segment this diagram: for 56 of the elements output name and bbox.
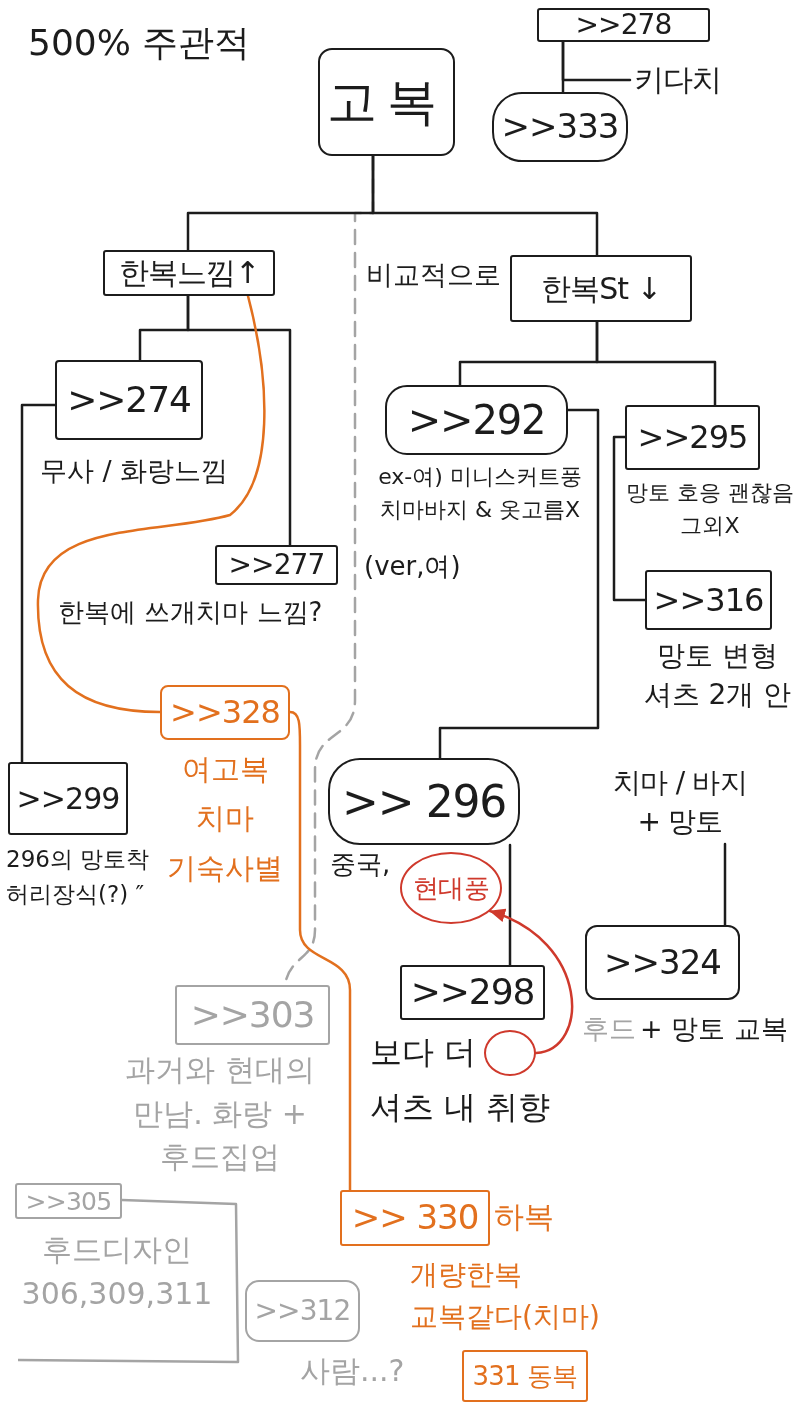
scribble-circle: [484, 1030, 536, 1076]
note-text: 한복에 쓰개치마 느낌?: [58, 596, 323, 629]
category-box: 한복느낌↑: [103, 250, 275, 296]
post-ref-box: >>312: [245, 1280, 360, 1342]
post-ref-box: >>298: [400, 965, 545, 1020]
post-ref-box: >>333: [492, 92, 628, 162]
note-text: 망토 호응 괜찮음 그외X: [625, 479, 795, 540]
note-text: 치마 / 바지 + 망토: [600, 760, 760, 844]
post-ref-box: >>274: [55, 360, 203, 440]
connector-line: [595, 320, 717, 407]
connector-line: [612, 435, 647, 602]
post-ref-box: >>292: [385, 385, 568, 455]
note-text: 개량한복 교복같다(치마): [410, 1257, 601, 1335]
post-ref-box: >>316: [645, 570, 772, 630]
highlight-ellipse: 현대풍: [400, 852, 502, 924]
connector-line: [508, 843, 512, 967]
note-text: 여고복 치마 기숙사별: [166, 751, 284, 887]
connector-line: [438, 408, 600, 760]
note-text: (ver,여): [364, 550, 461, 583]
category-box: 한복St ↓: [510, 255, 692, 322]
post-ref-box: 331 동복: [462, 1350, 588, 1402]
post-ref-box: >>299: [8, 762, 128, 835]
note-text: 보다 더: [370, 1032, 477, 1073]
note-text: 과거와 현대의 만남. 화랑 + 후드집업: [124, 1051, 316, 1176]
note-text: 후드디자인 306,309,311: [20, 1231, 214, 1313]
note-text: 후드: [582, 1012, 636, 1046]
post-ref-box: >>295: [625, 405, 760, 470]
connector-line: [288, 710, 352, 1192]
post-ref-box: >>278: [537, 8, 710, 42]
note-text: ex-여) 미니스커트풍 치마바지 & 옷고름X: [377, 463, 583, 524]
connector-line: [186, 294, 292, 547]
connector-line: [561, 40, 632, 82]
topic-box: 고복: [318, 48, 455, 156]
note-text: 사람...?: [300, 1352, 405, 1390]
note-text: 무사 / 화랑느낌: [40, 454, 229, 488]
note-text: 296의 망토착 허리장식(?) ″: [6, 845, 151, 909]
connector-line: [36, 294, 266, 714]
post-ref-box: >> 330: [340, 1190, 490, 1246]
connector-line: [20, 403, 57, 764]
connector-line: [723, 842, 727, 927]
post-ref-box: >>303: [175, 985, 330, 1045]
note-text: 셔츠 내 취향: [370, 1087, 551, 1128]
note-text: 중국,: [330, 848, 391, 881]
post-ref-box: >>324: [585, 925, 740, 1000]
note-text: 하복: [494, 1198, 554, 1236]
title-text: 500% 주관적: [28, 21, 251, 65]
post-ref-box: >>277: [215, 545, 338, 585]
post-ref-box: >>328: [160, 685, 290, 740]
post-ref-box: >>305: [15, 1183, 122, 1219]
annotation-text: 비교적으로: [366, 258, 501, 292]
arrow: [488, 909, 574, 1055]
annotation-text: 키다치: [630, 60, 725, 100]
connector-line: [371, 154, 599, 257]
post-ref-box: >> 296: [328, 758, 520, 845]
note-text: 망토 변형 셔츠 2개 안: [642, 638, 793, 714]
note-text: + 망토 교복: [640, 1012, 788, 1046]
